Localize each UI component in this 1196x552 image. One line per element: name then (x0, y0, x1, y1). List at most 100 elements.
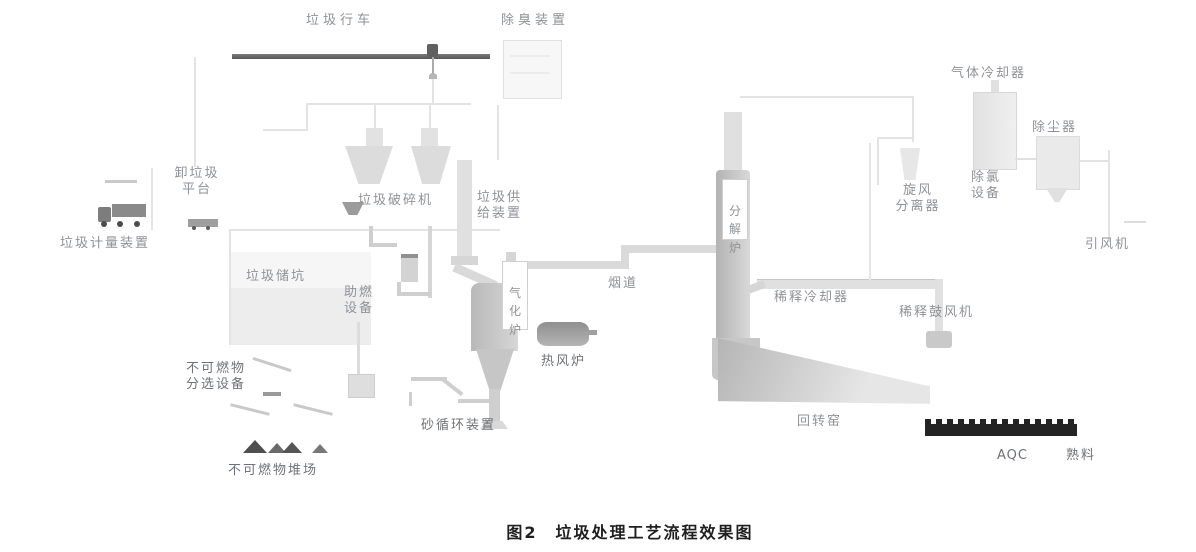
aqc-cooler-teeth (925, 419, 1077, 425)
dechlorination-label: 除氯 设备 (970, 170, 1001, 202)
crusher-label: 垃圾破碎机 (358, 193, 434, 208)
aqc-cooler-bar (925, 424, 1077, 436)
aqc-label: AQC (997, 448, 1028, 463)
sand-pipe (440, 377, 464, 397)
building-line (263, 129, 308, 131)
gasifier-cone (476, 349, 514, 391)
building-line (497, 105, 499, 160)
sand-pipe (409, 392, 412, 406)
bypass-line (740, 96, 914, 98)
flue-duct (627, 245, 719, 253)
dilution-fan-label: 稀释鼓风机 (899, 305, 975, 320)
dilution-cooler-label: 稀释冷却器 (774, 290, 850, 305)
bypass-line (878, 137, 914, 139)
gasifier-label-box: 气 化 炉 (502, 261, 528, 337)
waste-pile (282, 442, 302, 453)
rotary-kiln-body (718, 338, 930, 404)
crusher-pipe (428, 226, 432, 298)
truck-wheel (134, 221, 140, 227)
weighing-label: 垃圾计量装置 (60, 236, 151, 251)
figure-caption: 图2 垃圾处理工艺流程效果图 (506, 523, 754, 542)
dust-collector-unit (1036, 136, 1080, 190)
aux-fuel-unit (348, 374, 375, 398)
platform-edge (105, 180, 137, 183)
dilution-duct (757, 279, 940, 289)
gas-cooler-unit (973, 92, 1017, 170)
crusher-pipe (369, 243, 397, 247)
aux-fuel-pipe (357, 322, 360, 388)
gas-cooler-label: 气体冷却器 (951, 66, 1027, 81)
bypass-line (912, 96, 914, 142)
sorter-label: 不可燃物 分选设备 (186, 361, 247, 393)
induced-fan-label: 引风机 (1085, 237, 1131, 252)
hopper-duct (366, 128, 383, 148)
deodorizer-shelf (510, 55, 550, 57)
truck-wheel (117, 221, 123, 227)
dilution-fan-unit (926, 331, 952, 348)
gasifier-base (480, 421, 508, 429)
deodorizer-shelf (510, 72, 550, 74)
fan-line (1108, 150, 1110, 242)
platform-line (151, 168, 153, 230)
deodorizer-label: 除臭装置 (501, 13, 570, 28)
yard-label: 不可燃物堆场 (228, 463, 319, 478)
sand-pipe (458, 399, 492, 403)
calciner-label-box: 分 解 炉 (722, 179, 748, 255)
fan-line (1124, 221, 1146, 223)
cyclone-label: 旋风 分离器 (895, 183, 941, 215)
cyclone-separator (900, 148, 920, 180)
pit-label: 垃圾储坑 (246, 269, 307, 284)
flue-label: 烟道 (608, 276, 639, 291)
gasifier-pipe (489, 389, 500, 423)
waste-pile (268, 443, 286, 453)
bypass-line (877, 137, 879, 185)
cooler-dust-line (1015, 158, 1036, 160)
flue-duct-riser (621, 245, 629, 269)
crusher-body (401, 254, 418, 258)
building-line (432, 60, 434, 104)
hot-blast-stove-tail (587, 330, 597, 335)
crusher-pipe (397, 282, 401, 294)
crane-rail (232, 54, 490, 59)
pit-edge-line (230, 229, 500, 231)
unload-platform-label: 卸垃圾 平台 (174, 166, 220, 198)
building-line (429, 105, 431, 148)
crusher-pipe (397, 292, 431, 296)
crusher-pipe (369, 226, 373, 246)
crane-grab (429, 73, 437, 79)
conveyor-line (252, 356, 292, 373)
conveyor-dash (263, 392, 281, 396)
building-line (306, 103, 471, 105)
building-line (306, 104, 308, 131)
hopper (345, 146, 393, 184)
calciner-label: 分 解 炉 (728, 203, 741, 255)
building-line (374, 105, 376, 148)
deodorizer-unit (503, 40, 562, 99)
hopper-duct (421, 128, 438, 148)
small-truck-wheel (206, 226, 210, 230)
crane-label: 垃圾行车 (306, 13, 375, 28)
feeder-label: 垃圾供 给装置 (477, 190, 523, 222)
waste-pit-upper (231, 252, 371, 288)
clinker-label: 熟料 (1066, 448, 1097, 463)
dilution-riser (935, 279, 943, 333)
sand-circulation-label: 砂循环装置 (421, 418, 497, 433)
conveyor-line (230, 403, 270, 416)
bypass-downcomer (869, 143, 871, 281)
truck-bed (112, 204, 146, 217)
hot-stove-label: 热风炉 (541, 354, 587, 369)
gas-cooler-pipe (991, 80, 999, 92)
flue-duct (513, 261, 625, 269)
waste-pile (312, 444, 328, 453)
small-truck (188, 219, 218, 227)
crane-cable (432, 57, 434, 73)
gasifier-top-duct (506, 252, 516, 264)
hopper (411, 146, 451, 184)
feeder-foot (451, 256, 478, 265)
dust-collector-label: 除尘器 (1032, 120, 1078, 135)
crusher-funnel (342, 202, 364, 215)
aux-fuel-label: 助燃 设备 (344, 285, 375, 317)
dust-collector-cone (1046, 188, 1068, 202)
feeder-duct (457, 160, 472, 260)
